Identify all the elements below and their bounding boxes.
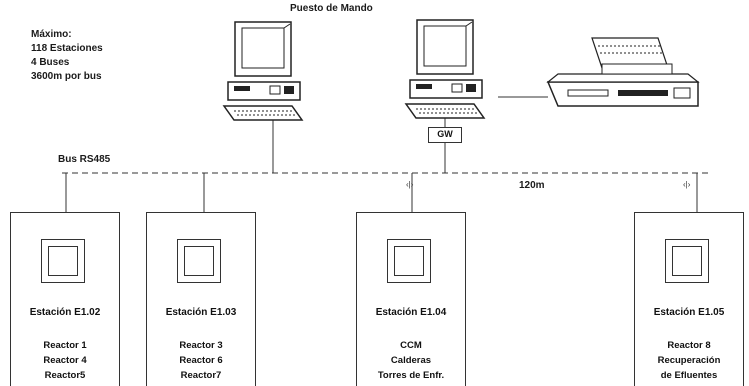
station-e102: Estación E1.02 Reactor 1 Reactor 4 React… [10,212,120,386]
station-equipment-item: Reactor5 [11,368,119,383]
station-e105: Estación E1.05 Reactor 8 Recuperación de… [634,212,744,386]
repeater-mark-2: ‹|› [683,180,691,189]
limits-line-4: 3600m por bus [31,70,103,84]
station-name: Estación E1.02 [11,307,119,318]
station-screen-icon [665,239,709,283]
diagram-title: Puesto de Mando [290,3,373,14]
bus-label: Bus RS485 [58,154,110,165]
station-equipment-list: Reactor 8 Recuperación de Efluentes [635,338,743,383]
station-equipment-item: Recuperación [635,353,743,368]
station-screen-icon [387,239,431,283]
limits-line-1: Máximo: [31,28,103,42]
workstation-1-icon [224,22,302,120]
station-equipment-item: Reactor 4 [11,353,119,368]
limits-line-2: 118 Estaciones [31,42,103,56]
station-e104: Estación E1.04 CCM Calderas Torres de En… [356,212,466,386]
workstation-2-icon [406,20,484,118]
station-name: Estación E1.04 [357,307,465,318]
station-equipment-item: Reactor 1 [11,338,119,353]
station-equipment-list: Reactor 3 Reactor 6 Reactor7 [147,338,255,383]
station-equipment-item: Reactor 3 [147,338,255,353]
station-equipment-list: CCM Calderas Torres de Enfr. [357,338,465,383]
station-equipment-item: Reactor7 [147,368,255,383]
repeater-mark-1: ‹|› [406,180,414,189]
station-equipment-item: CCM [357,338,465,353]
station-equipment-list: Reactor 1 Reactor 4 Reactor5 [11,338,119,383]
station-equipment-item: Torres de Enfr. [357,368,465,383]
limits-line-3: 4 Buses [31,56,103,70]
station-equipment-item: Calderas [357,353,465,368]
distance-label: 120m [519,180,545,191]
printer-icon [548,38,698,106]
station-screen-icon [177,239,221,283]
gateway-box: GW [428,127,462,143]
station-equipment-item: Reactor 8 [635,338,743,353]
station-screen-icon [41,239,85,283]
station-equipment-item: de Efluentes [635,368,743,383]
station-e103: Estación E1.03 Reactor 3 Reactor 6 React… [146,212,256,386]
limits-block: Máximo: 118 Estaciones 4 Buses 3600m por… [31,28,103,84]
station-equipment-item: Reactor 6 [147,353,255,368]
station-name: Estación E1.05 [635,307,743,318]
station-name: Estación E1.03 [147,307,255,318]
